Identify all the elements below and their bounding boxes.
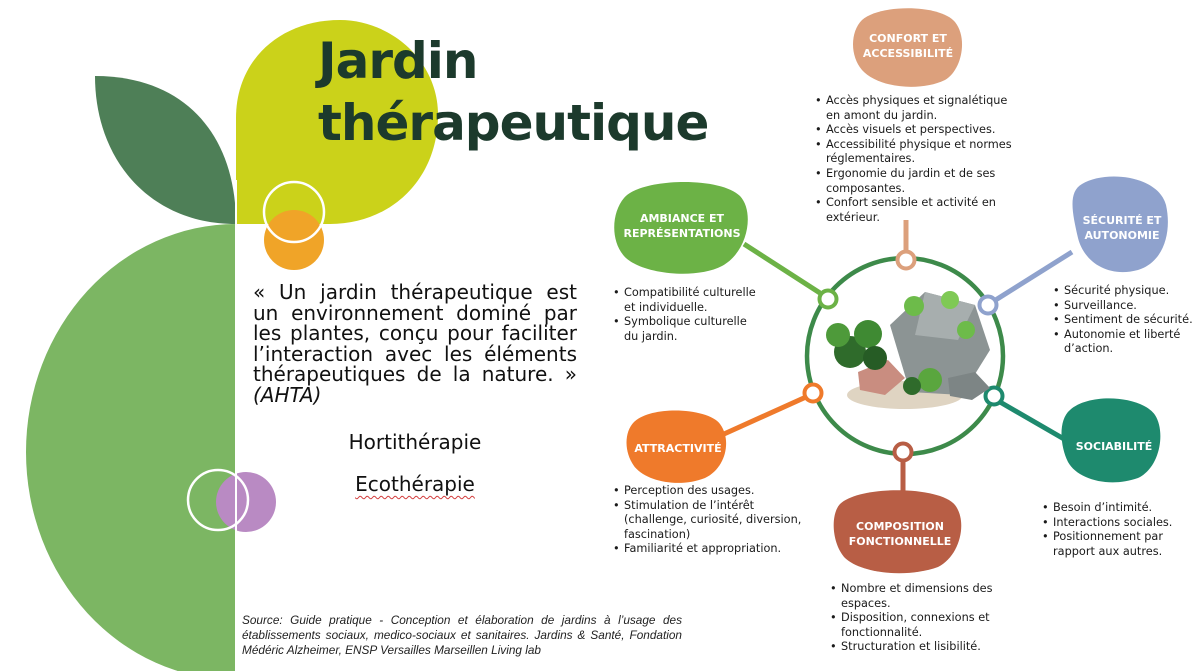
lime-shape	[236, 20, 438, 224]
list-item: Accès visuels et perspectives.	[815, 123, 1015, 138]
list-item: Disposition, connexions et fonctionnalit…	[830, 611, 1010, 640]
list-item: Surveillance.	[1053, 299, 1195, 314]
list-item: Interactions sociales.	[1042, 516, 1192, 531]
label-composition: COMPOSITION FONCTIONNELLE	[836, 512, 964, 556]
list-item: Sécurité physique.	[1053, 284, 1195, 299]
list-item: Nombre et dimensions des espaces.	[830, 582, 1010, 611]
label-composition-line-2: FONCTIONNELLE	[848, 535, 952, 548]
label-sociabilite: SOCIABILITÉ	[1064, 426, 1164, 466]
blob-confort	[853, 8, 963, 87]
blob-sociabilite	[1061, 398, 1161, 483]
node-ambiance	[817, 288, 839, 310]
connector-ambiance	[742, 241, 822, 296]
connector-securite	[992, 249, 1074, 304]
list-sociabilite: Besoin d’intimité. Interactions sociales…	[1042, 501, 1192, 559]
node-sociabilite	[983, 385, 1005, 407]
list-securite: Sécurité physique. Surveillance. Sentime…	[1053, 284, 1195, 357]
quote-body: est un environnement dominé par les plan…	[253, 280, 577, 386]
label-ambiance-line-1: AMBIANCE ET	[639, 212, 725, 225]
label-sociabilite-line-1: SOCIABILITÉ	[1075, 439, 1153, 453]
label-composition-line-1: COMPOSITION	[856, 520, 944, 533]
title-line-1: Jardin	[318, 32, 479, 90]
list-item: Accès physiques et signalétique en amont…	[815, 94, 1015, 123]
list-item: Compatibilité culturelle et individuelle…	[613, 286, 763, 315]
blob-ambiance	[614, 181, 748, 274]
connectors	[722, 220, 1074, 496]
list-item: Sentiment de sécurité.	[1053, 313, 1195, 328]
purple-dot	[216, 472, 276, 532]
blob-composition	[833, 490, 962, 574]
list-item: Symbolique culturelle du jardin.	[613, 315, 763, 344]
title-line-2: thérapeutique	[318, 94, 709, 152]
white-ring-bottom	[186, 468, 250, 532]
quote-attribution: (AHTA)	[253, 382, 322, 407]
list-item: Familiarité et appropriation.	[613, 542, 803, 557]
list-item: Besoin d’intimité.	[1042, 501, 1192, 516]
quote-highlight: jardin thérapeutique	[320, 280, 533, 304]
blob-securite	[1072, 176, 1168, 273]
label-confort-line-2: ACCESSIBILITÉ	[862, 47, 954, 60]
orange-dot	[264, 210, 324, 270]
label-securite-line-2: AUTONOMIE	[1084, 229, 1160, 242]
list-item: Stimulation de l’intérêt (challenge, cur…	[613, 499, 803, 543]
node-attractivite	[802, 382, 824, 404]
therapy-ecotherapie: Ecothérapie	[355, 472, 475, 496]
label-attractivite-line-1: ATTRACTIVITÉ	[634, 441, 722, 455]
quote-open: « Un	[253, 280, 321, 304]
label-attractivite: ATTRACTIVITÉ	[626, 428, 730, 468]
list-confort: Accès physiques et signalétique en amont…	[815, 94, 1015, 225]
connector-sociabilite	[998, 399, 1066, 442]
list-item: Perception des usages.	[613, 484, 803, 499]
definition-quote: « Un jardin thérapeutique est un environ…	[253, 282, 577, 405]
green-half-circle	[26, 224, 236, 671]
list-item: Accessibilité physique et normes régleme…	[815, 138, 1015, 167]
garden-illustration	[826, 291, 990, 409]
node-composition	[892, 441, 914, 463]
label-securite-line-1: SÉCURITÉ ET	[1082, 214, 1162, 227]
page-title: Jardin thérapeutique	[318, 30, 778, 154]
list-item: Autonomie et liberté d’action.	[1053, 328, 1195, 357]
list-item: Positionnement par rapport aux autres.	[1042, 530, 1192, 559]
label-confort: CONFORT ET ACCESSIBILITÉ	[852, 24, 964, 68]
label-ambiance: AMBIANCE ET REPRÉSENTATIONS	[612, 204, 752, 248]
list-composition: Nombre et dimensions des espaces. Dispos…	[830, 582, 1010, 655]
dark-leaf-shape	[95, 76, 236, 224]
list-ambiance: Compatibilité culturelle et individuelle…	[613, 286, 763, 344]
source-citation: Source: Guide pratique - Conception et é…	[242, 613, 682, 657]
list-item: Structuration et lisibilité.	[830, 640, 1010, 655]
label-ambiance-line-2: REPRÉSENTATIONS	[623, 227, 741, 240]
blob-attractivite	[626, 410, 727, 483]
therapy-hortitherapie: Hortithérapie	[348, 430, 482, 454]
node-securite	[977, 294, 999, 316]
label-confort-line-1: CONFORT ET	[869, 32, 947, 45]
list-attractivite: Perception des usages. Stimulation de l’…	[613, 484, 803, 557]
list-item: Ergonomie du jardin et de ses composante…	[815, 167, 1015, 196]
node-confort	[895, 249, 917, 271]
list-item: Confort sensible et activité en extérieu…	[815, 196, 1015, 225]
label-securite: SÉCURITÉ ET AUTONOMIE	[1072, 206, 1172, 250]
white-ring-top	[262, 180, 326, 244]
connector-attractivite	[722, 394, 808, 437]
